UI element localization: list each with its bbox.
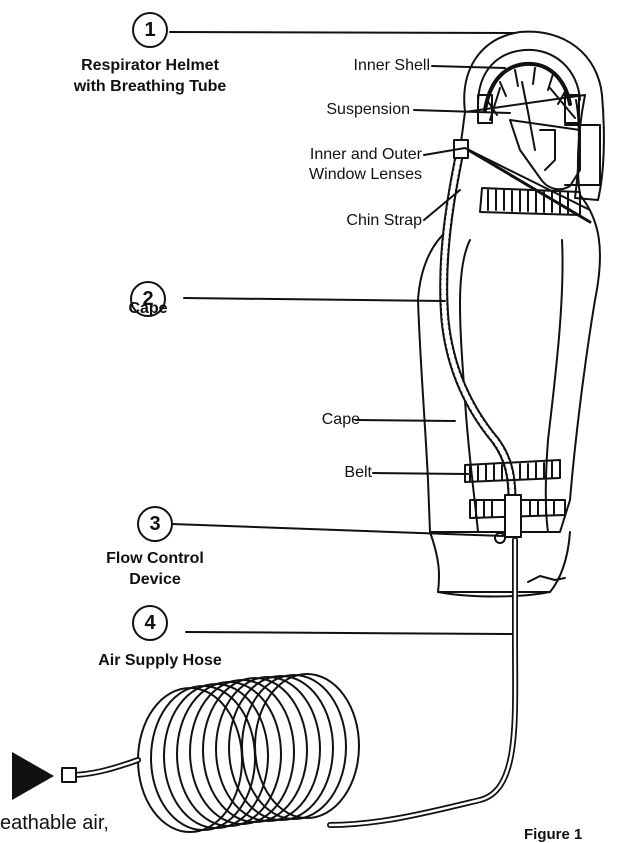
- label-inner-shell: Inner Shell: [300, 56, 430, 76]
- leader-4: [186, 632, 512, 634]
- callout-3-number: 3: [137, 506, 173, 542]
- callout-2-title-line-1: Cape: [98, 298, 198, 319]
- callout-1-title: Respirator Helmet with Breathing Tube: [40, 55, 260, 97]
- label-cape: Cape: [280, 410, 360, 430]
- label-suspension: Suspension: [280, 100, 410, 120]
- label-chin-strap: Chin Strap: [300, 211, 422, 231]
- callout-3-title-line-1: Flow Control: [70, 548, 240, 569]
- helmet-shell: [464, 32, 604, 200]
- callout-3-title: Flow Control Device: [70, 548, 240, 590]
- label-belt: Belt: [300, 463, 372, 483]
- leader-belt: [373, 473, 468, 474]
- arrow-icon: [12, 752, 54, 800]
- leader-2: [184, 298, 445, 301]
- label-lenses-line-1: Inner and Outer: [240, 145, 422, 165]
- label-lenses-line-2: Window Lenses: [240, 165, 422, 185]
- callout-4-number: 4: [132, 605, 168, 641]
- callout-1-number: 1: [132, 12, 168, 48]
- leader-3: [172, 524, 503, 536]
- callout-1-title-line-1: Respirator Helmet: [40, 55, 260, 76]
- leader-inner-shell: [432, 66, 505, 68]
- callout-3-title-line-2: Device: [70, 569, 240, 590]
- hose-coils: [138, 674, 359, 832]
- leader-cape: [356, 420, 455, 421]
- callout-2-title: Cape: [98, 298, 198, 319]
- leader-1: [170, 32, 515, 33]
- callout-4-title-line-1: Air Supply Hose: [60, 650, 260, 671]
- callout-4-title: Air Supply Hose: [60, 650, 260, 671]
- air-supply-hose: [330, 540, 515, 825]
- figure-caption: Figure 1: [524, 826, 582, 843]
- flow-control-device: [505, 495, 521, 537]
- callout-1-title-line-2: with Breathing Tube: [40, 76, 260, 97]
- suspension: [490, 88, 575, 120]
- air-source-text: eathable air,: [0, 812, 109, 835]
